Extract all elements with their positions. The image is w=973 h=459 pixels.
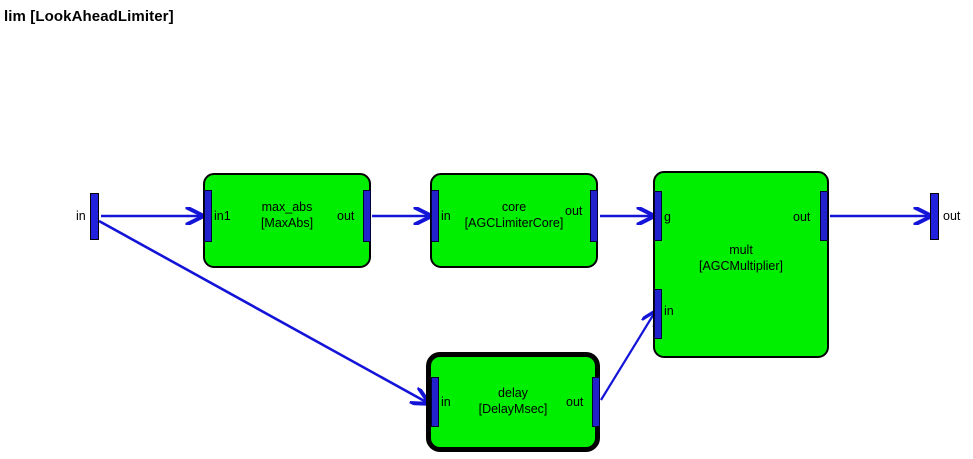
port-core-out[interactable] [590,190,598,242]
port-core-in-label: in [441,209,451,223]
port-mult-in[interactable] [654,289,662,339]
wire-in-to-delay[interactable] [98,219,428,403]
port-mult-g-label: g [664,210,671,224]
page-title: lim [LookAheadLimiter] [4,8,174,25]
port-max-abs-out[interactable] [363,190,371,242]
port-max-abs-in1-label: in1 [214,209,231,223]
input-terminal-label: in [76,209,86,223]
port-max-abs-out-label: out [337,209,355,223]
port-delay-in-label: in [441,395,451,409]
input-terminal[interactable] [90,193,99,240]
port-mult-g[interactable] [654,191,662,241]
port-delay-in[interactable] [431,377,439,427]
port-delay-out[interactable] [592,377,600,427]
port-mult-out[interactable] [820,191,828,241]
block-mult-name: mult [729,243,753,257]
port-core-in[interactable] [431,190,439,242]
output-terminal-label: out [943,209,961,223]
port-delay-out-label: out [566,395,584,409]
block-mult[interactable]: mult [AGCMultiplier] [653,171,829,358]
wire-delay-to-mult-in[interactable] [600,312,655,401]
port-core-out-label: out [565,204,583,218]
port-mult-in-label: in [664,304,674,318]
block-mult-type: [AGCMultiplier] [698,259,784,273]
output-terminal[interactable] [930,193,939,240]
port-mult-out-label: out [793,210,811,224]
block-core[interactable]: core [AGCLimiterCore] [430,173,598,268]
port-max-abs-in1[interactable] [204,190,212,242]
